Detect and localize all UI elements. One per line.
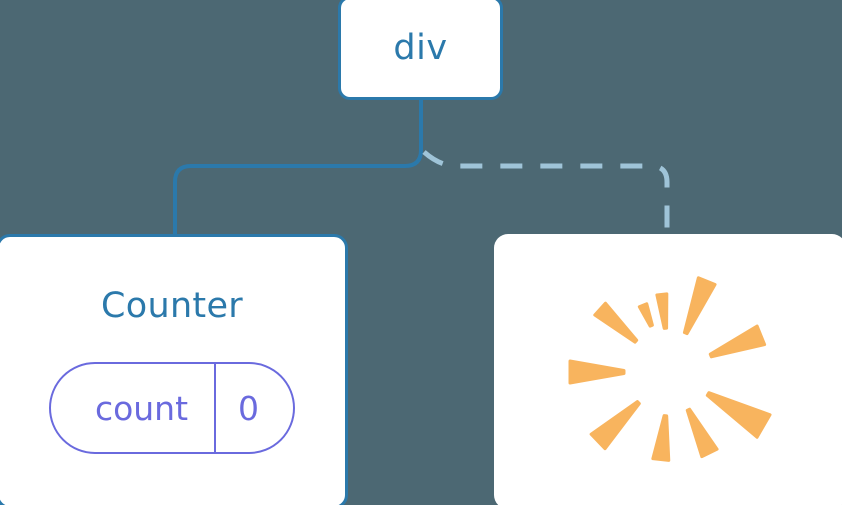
node-div[interactable]: div [338, 0, 503, 100]
sparkle-ray [589, 399, 641, 450]
sparkle-ray [651, 413, 671, 462]
connector-div-to-effect [422, 150, 670, 237]
node-effect[interactable] [494, 234, 842, 505]
sparkle-ray [593, 301, 639, 344]
sparkle-ray [708, 324, 767, 358]
sparkle-ray [682, 275, 717, 335]
node-counter[interactable]: Counter count 0 [0, 234, 348, 505]
state-pill[interactable]: count 0 [48, 362, 296, 454]
state-value: 0 [214, 364, 293, 452]
sparkle-ray [685, 407, 719, 458]
sparkle-ray [655, 291, 669, 330]
node-div-label: div [393, 27, 448, 68]
sparkle-burst-icon [568, 275, 772, 462]
sparkle-ray [568, 359, 626, 384]
state-key: count [94, 388, 189, 428]
sparkle-ray [705, 390, 772, 439]
connector-div-to-counter [173, 98, 423, 239]
node-counter-label: Counter [101, 286, 243, 326]
sparkle-ray [637, 301, 654, 328]
